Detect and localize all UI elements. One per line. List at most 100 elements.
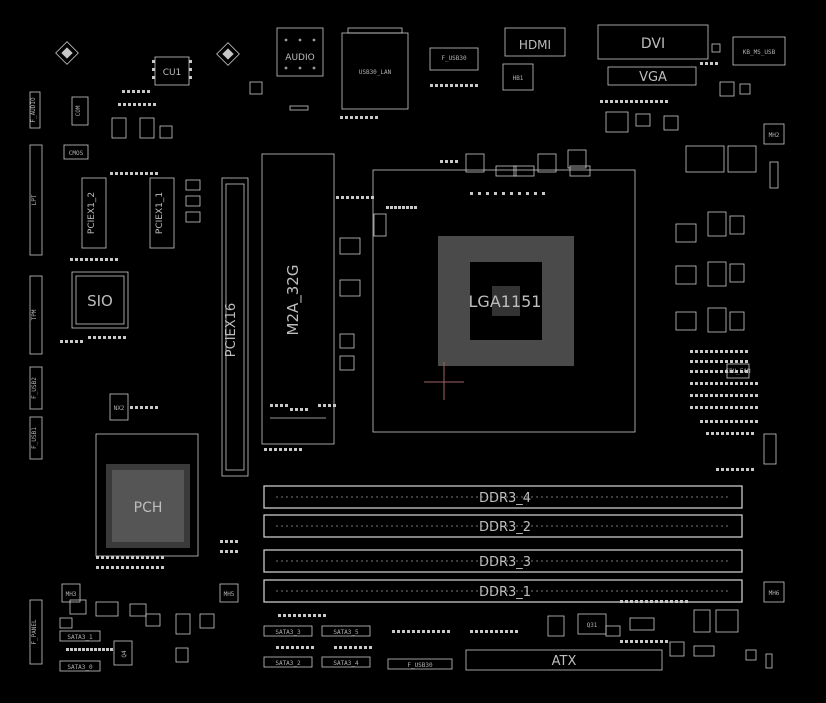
smd-component	[510, 192, 513, 195]
smd-component	[328, 404, 331, 407]
smd-component	[339, 646, 342, 649]
smd-component	[655, 100, 658, 103]
smd-component	[366, 196, 369, 199]
smd-component	[235, 550, 238, 553]
smd-component	[80, 340, 83, 343]
smd-component	[640, 600, 643, 603]
smd-component	[515, 630, 518, 633]
smd-component	[90, 648, 93, 651]
smd-component	[630, 600, 633, 603]
smd-component	[74, 648, 77, 651]
smd-component	[735, 420, 738, 423]
f-usb1-label: F_USB1	[31, 427, 38, 449]
smd-component	[711, 43, 721, 53]
smd-component	[318, 614, 321, 617]
smd-component	[349, 646, 352, 649]
smd-component	[116, 566, 119, 569]
smd-component	[75, 258, 78, 261]
smd-component	[720, 420, 723, 423]
smd-component	[323, 614, 326, 617]
dvi-connector: DVI	[597, 24, 709, 60]
smd-component	[640, 100, 643, 103]
nx2-label: NX2	[114, 405, 125, 412]
smd-component	[336, 196, 339, 199]
smd-component	[88, 336, 91, 339]
smd-component	[155, 172, 158, 175]
sata3-5-label: SATA3_5	[333, 629, 359, 636]
smd-component	[65, 340, 68, 343]
smd-component	[460, 84, 463, 87]
smd-component	[156, 566, 159, 569]
smd-component	[148, 103, 151, 106]
smd-component	[526, 192, 529, 195]
smd-component	[700, 394, 703, 397]
smd-component	[645, 100, 648, 103]
smd-component	[447, 630, 450, 633]
f-usb2-label: F_USB2	[31, 377, 38, 399]
smd-component	[115, 258, 118, 261]
smd-component	[301, 646, 304, 649]
smd-component	[339, 333, 355, 349]
smd-component	[620, 640, 623, 643]
smd-component	[695, 406, 698, 409]
smd-component	[665, 640, 668, 643]
kb-ms-usb-connector: KB_MS_USB	[732, 36, 786, 66]
smd-component	[729, 263, 745, 283]
smd-component	[120, 172, 123, 175]
smd-component	[115, 172, 118, 175]
smd-component	[323, 404, 326, 407]
smd-component	[735, 370, 738, 373]
smd-component	[140, 172, 143, 175]
smd-component	[730, 406, 733, 409]
smd-component	[706, 432, 709, 435]
smd-component	[711, 432, 714, 435]
smd-component	[700, 350, 703, 353]
tpm-label: TPM	[31, 309, 38, 320]
smd-component	[145, 613, 161, 627]
smd-component	[131, 566, 134, 569]
smd-component	[101, 556, 104, 559]
mounting-hole-mh6: MH6	[763, 581, 785, 603]
smd-component	[291, 646, 294, 649]
smd-component	[137, 90, 140, 93]
pciex1-1-label: PCIEX1_1	[155, 192, 165, 234]
smd-component	[116, 556, 119, 559]
smd-component	[695, 394, 698, 397]
smd-component	[715, 420, 718, 423]
smd-component	[740, 394, 743, 397]
smd-component	[185, 195, 201, 207]
smd-component	[547, 615, 565, 637]
smd-component	[715, 382, 718, 385]
smd-component	[537, 153, 557, 173]
smd-component	[432, 630, 435, 633]
smd-component	[736, 432, 739, 435]
smd-component	[745, 382, 748, 385]
smd-component	[402, 630, 405, 633]
smd-component	[147, 90, 150, 93]
smd-component	[635, 100, 638, 103]
smd-component	[151, 556, 154, 559]
smd-component	[693, 645, 715, 657]
smd-component	[665, 600, 668, 603]
smd-component	[345, 116, 348, 119]
smd-component	[755, 406, 758, 409]
smd-component	[131, 556, 134, 559]
smd-component	[494, 192, 497, 195]
smd-component	[308, 614, 311, 617]
pciex1-2-slot: PCIEX1_2	[81, 177, 107, 249]
sata3-2-port: SATA3_2	[263, 656, 313, 668]
smd-component	[161, 566, 164, 569]
ddr3-4-slot: DDR3_4	[263, 485, 743, 509]
hdmi-connector: HDMI	[504, 27, 566, 57]
smd-component	[710, 394, 713, 397]
smd-component	[127, 90, 130, 93]
smd-component	[110, 648, 113, 651]
smd-component	[93, 336, 96, 339]
smd-component	[693, 609, 711, 633]
atx-connector: ATX	[465, 649, 663, 671]
smd-component	[110, 258, 113, 261]
smd-component	[513, 165, 535, 177]
ddr3-2-slot: DDR3_2	[263, 514, 743, 538]
pciex16-slot: PCIEX16	[221, 177, 249, 477]
smd-component	[690, 382, 693, 385]
